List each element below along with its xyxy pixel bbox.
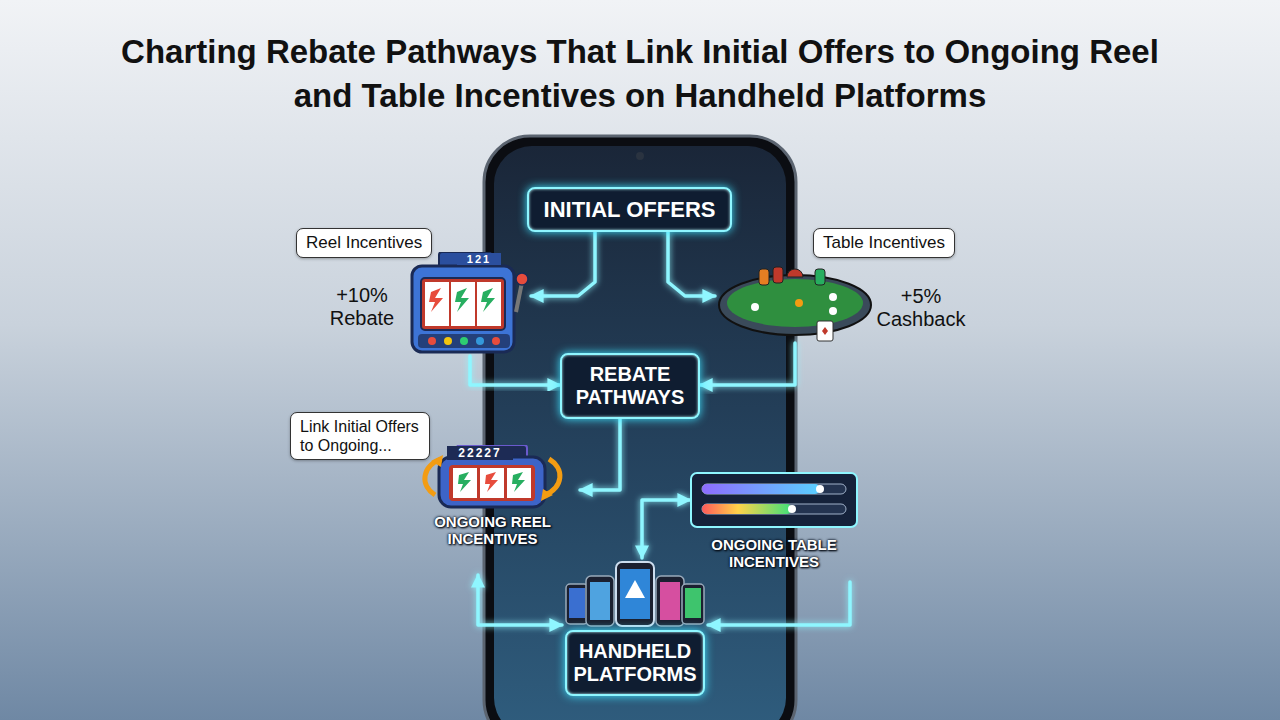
card-table-icon [715, 263, 875, 347]
node-label: Link Initial Offers to Ongoing... [300, 417, 420, 455]
glow-connector [478, 575, 562, 625]
node-label: INITIAL OFFERS [535, 197, 724, 222]
phone-screen [494, 146, 786, 720]
glow-node: REBATE PATHWAYS [560, 353, 700, 419]
devices-icon [562, 558, 708, 628]
progress-panel [690, 472, 858, 528]
oreel-node: ONGOING REEL INCENTIVES [405, 445, 580, 575]
slot-display: 121 [457, 253, 501, 265]
phone-bezel [484, 136, 796, 720]
glow-connector [642, 500, 690, 558]
glow-connector [470, 356, 560, 385]
glow-connector [668, 232, 715, 296]
glow-connector [708, 582, 850, 625]
otable-node: ONGOING TABLE INCENTIVES [690, 472, 858, 582]
glow-connector [700, 343, 795, 385]
pill-node: Link Initial Offers to Ongoing... [290, 412, 430, 460]
glow-connector [531, 232, 595, 296]
callout-label: Table Incentives [813, 228, 955, 258]
diagram-title: Charting Rebate Pathways That Link Initi… [90, 30, 1190, 118]
glow-connector [580, 419, 620, 490]
node-label: ONGOING TABLE INCENTIVES [704, 536, 844, 571]
callout-label: Reel Incentives [296, 228, 432, 258]
glow-node: INITIAL OFFERS [527, 187, 732, 232]
node-label: ONGOING REEL INCENTIVES [419, 513, 566, 548]
cashback-value: +5% Cashback [866, 285, 976, 331]
glow-connector [628, 232, 632, 353]
hand-node: HANDHELD PLATFORMS [562, 558, 708, 682]
slot-display: 22227 [447, 446, 513, 460]
rebate-value: +10% Rebate [322, 284, 402, 330]
phone-camera [636, 152, 644, 160]
slot-machine-icon [404, 252, 529, 360]
reel-node: Reel Incentives [296, 228, 531, 356]
node-label: REBATE PATHWAYS [568, 363, 692, 409]
node-label: HANDHELD PLATFORMS [565, 630, 705, 696]
